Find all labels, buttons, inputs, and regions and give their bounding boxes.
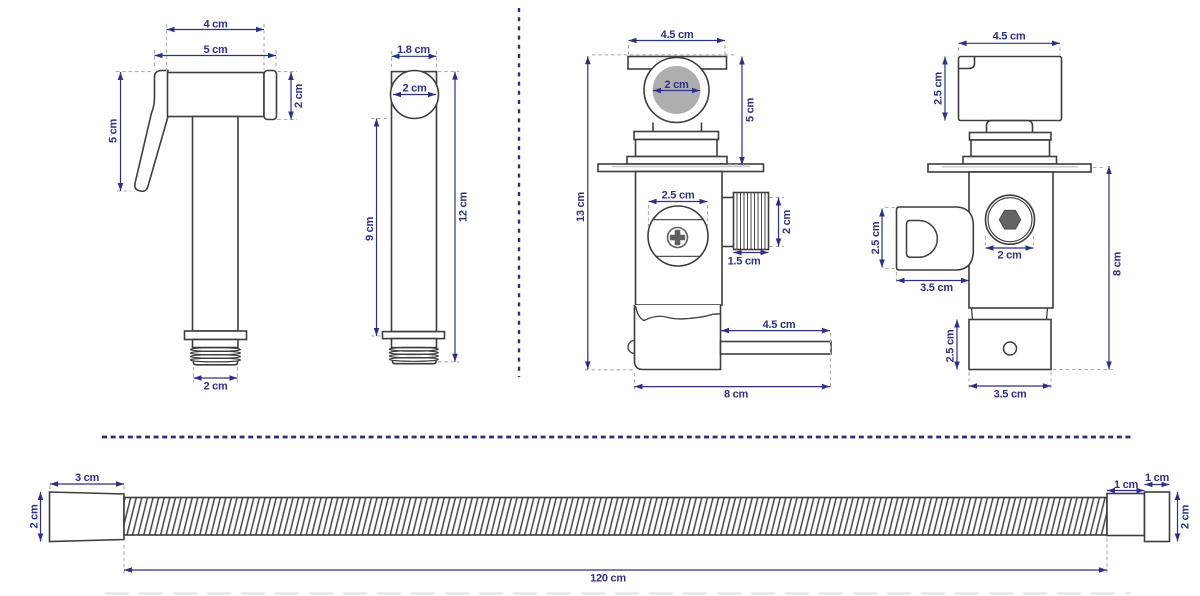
svg-text:2 cm: 2 cm — [203, 381, 228, 393]
svg-text:2.5 cm: 2.5 cm — [933, 72, 945, 105]
svg-text:9 cm: 9 cm — [364, 216, 376, 241]
svg-text:4.5 cm: 4.5 cm — [993, 31, 1026, 43]
svg-text:3 cm: 3 cm — [75, 472, 100, 484]
svg-text:8 cm: 8 cm — [724, 388, 749, 400]
svg-text:4.5 cm: 4.5 cm — [763, 319, 796, 331]
svg-text:8 cm: 8 cm — [1112, 251, 1124, 276]
svg-text:2 cm: 2 cm — [29, 504, 41, 529]
svg-text:2 cm: 2 cm — [997, 250, 1022, 262]
svg-text:13 cm: 13 cm — [575, 192, 587, 222]
svg-text:2 cm: 2 cm — [664, 79, 689, 91]
svg-text:2 cm: 2 cm — [781, 209, 793, 234]
svg-text:12 cm: 12 cm — [458, 192, 470, 222]
svg-text:4 cm: 4 cm — [203, 19, 228, 31]
svg-text:5 cm: 5 cm — [745, 97, 757, 122]
svg-text:1 cm: 1 cm — [1114, 479, 1139, 491]
svg-text:1.8 cm: 1.8 cm — [397, 44, 430, 56]
svg-text:4.5 cm: 4.5 cm — [661, 29, 694, 41]
svg-text:2 cm: 2 cm — [293, 83, 305, 108]
svg-text:120 cm: 120 cm — [590, 572, 626, 584]
svg-text:5 cm: 5 cm — [108, 118, 120, 143]
svg-text:1 cm: 1 cm — [1145, 472, 1170, 484]
svg-text:3.5 cm: 3.5 cm — [994, 388, 1027, 400]
svg-text:2 cm: 2 cm — [1180, 504, 1192, 529]
svg-text:2 cm: 2 cm — [402, 82, 427, 94]
svg-text:2.5 cm: 2.5 cm — [945, 329, 957, 362]
svg-text:5 cm: 5 cm — [203, 44, 228, 56]
svg-text:2.5 cm: 2.5 cm — [662, 190, 695, 202]
svg-text:2.5 cm: 2.5 cm — [870, 221, 882, 254]
svg-text:1.5 cm: 1.5 cm — [728, 255, 761, 267]
svg-text:3.5 cm: 3.5 cm — [920, 282, 953, 294]
